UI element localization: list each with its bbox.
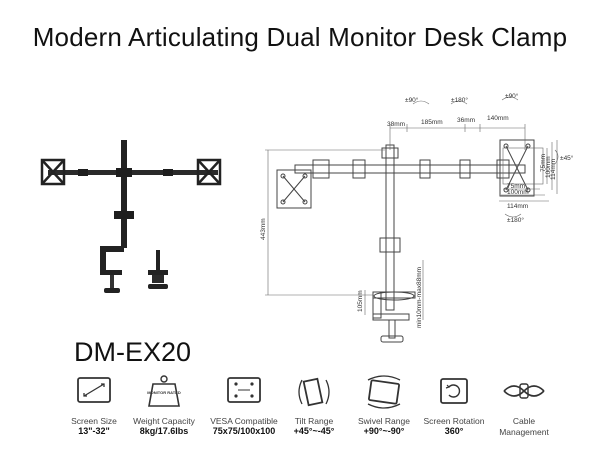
feature-label: Tilt Range [294,416,334,426]
feature-vesa: VESA Compatible 75x75/100x100 [208,372,280,436]
tilt-icon [298,377,330,407]
dim-h114: 114mm [507,203,528,210]
feature-label: VESA Compatible [210,416,278,426]
dim-swivel-top: ±90° [505,92,519,100]
dim-clamp-range: min10mm-max88mm [416,267,423,328]
product-photo [40,140,222,293]
feature-value: 360° [444,426,464,436]
dim-140: 140mm [487,115,509,122]
dim-rotation-bottom: ±180° [507,216,524,224]
feature-swivel: Swivel Range +90°~-90° [348,372,420,436]
feature-cable-management: Cable Management [488,372,560,437]
feature-tilt: Tilt Range +45°~-45° [278,372,350,436]
weight-badge-text: MONITOR RATED [147,390,181,395]
dim-443: 443mm [260,218,267,240]
dim-v114: 114mm [550,159,557,180]
page-title: Modern Articulating Dual Monitor Desk Cl… [32,22,568,52]
dim-105: 105mm [357,290,364,312]
feature-screen-size: Screen Size 13"-32" [58,372,130,436]
feature-value: +90°~-90° [363,426,405,436]
dim-v100: 100mm [545,156,552,178]
feature-label: Weight Capacity [133,416,195,426]
dim-tilt-top: ±90° [405,96,419,104]
dim-h75: 75mm [507,183,525,190]
dim-tilt-side: ±45° [560,154,574,162]
screen-size-icon [77,377,111,403]
feature-rotation: Screen Rotation 360° [418,372,490,436]
cable-icon [503,383,545,399]
dim-185: 185mm [421,119,443,126]
feature-value: 75x75/100x100 [212,426,276,436]
feature-value: 13"-32" [78,426,110,436]
dim-rotation-top: ±180° [451,96,468,104]
dim-36: 36mm [457,117,475,124]
feature-label: Cable [512,416,536,426]
dim-v75: 75mm [540,154,547,172]
model-number: DM-EX20 [74,337,192,367]
feature-label: Screen Size [71,416,117,426]
feature-value: 8kg/17.6lbs [139,426,189,436]
vesa-icon [227,377,261,403]
feature-weight-capacity: MONITOR RATED Weight Capacity 8kg/17.6lb… [128,372,200,436]
swivel-icon [367,375,401,409]
feature-value: +45°~-45° [293,426,335,436]
dimension-diagram: ±90° ±180° ±90° 38mm 185mm 36mm 140mm 44… [260,92,574,343]
dim-38: 38mm [387,121,405,128]
weight-capacity-icon: MONITOR RATED [147,375,181,407]
feature-value: Management [499,427,549,437]
feature-label: Screen Rotation [423,416,485,426]
feature-label: Swivel Range [358,416,410,426]
dim-h100: 100mm [507,189,529,196]
rotation-icon [440,378,468,404]
